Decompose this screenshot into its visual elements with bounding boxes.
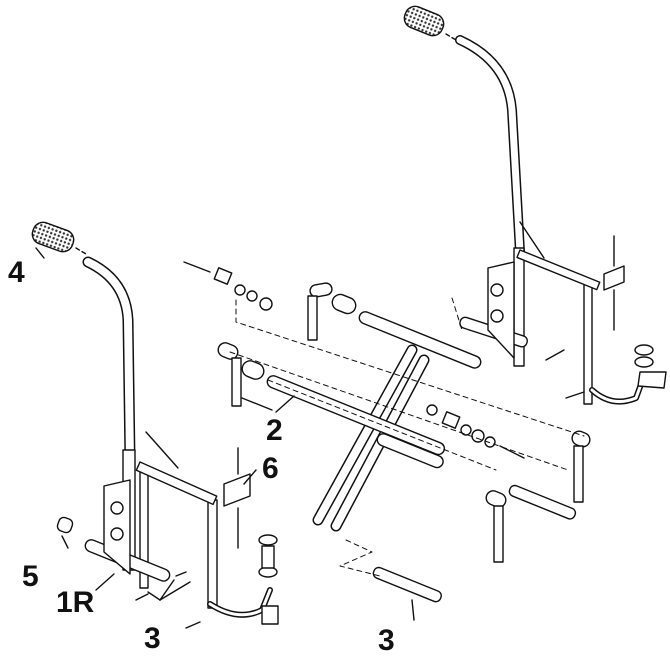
right-side-frame	[403, 5, 667, 405]
callout-1R: 1R	[56, 586, 95, 619]
callout-leaders	[35, 247, 415, 621]
callout-4: 4	[8, 256, 25, 289]
callout-3-left: 3	[144, 622, 161, 655]
hardware-bolts-washers	[183, 261, 525, 459]
assembly-guide-lines	[229, 297, 585, 577]
left-hand-grip	[31, 221, 87, 255]
callout-3-bottom: 3	[378, 624, 395, 657]
callout-2: 2	[266, 414, 283, 447]
callout-6: 6	[262, 452, 279, 485]
loose-tubes	[217, 282, 591, 603]
right-hand-grip	[403, 5, 457, 41]
left-side-frame	[31, 221, 279, 629]
callout-5: 5	[22, 560, 39, 593]
